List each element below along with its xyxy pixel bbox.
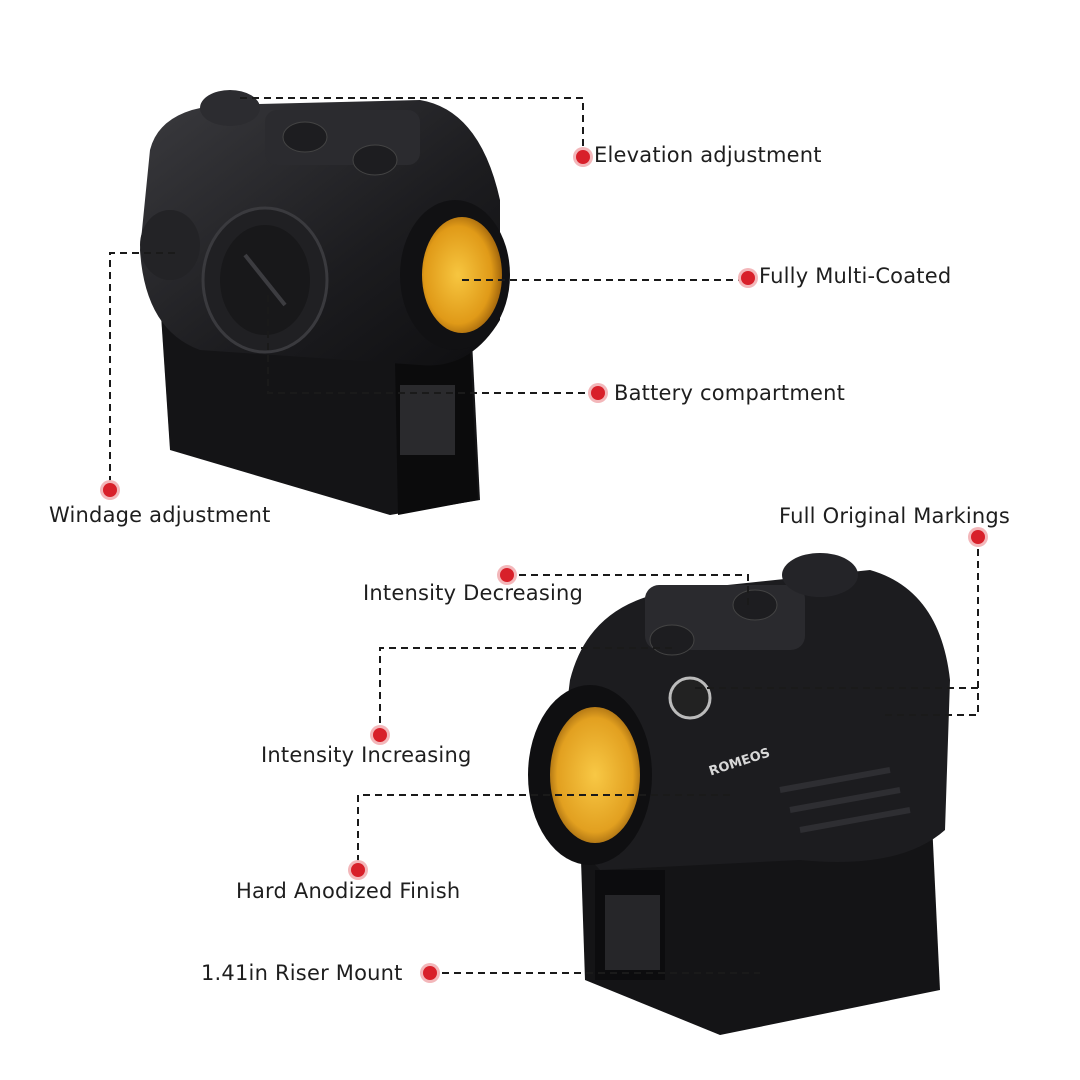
label-battery: Battery compartment [614, 381, 846, 405]
label-windage: Windage adjustment [49, 503, 271, 527]
label-riser: 1.41in Riser Mount [201, 961, 403, 985]
callout-dot-battery [591, 386, 605, 400]
callout-dot-int-inc [373, 728, 387, 742]
label-int-inc: Intensity Increasing [261, 743, 472, 767]
callout-dot-windage [103, 483, 117, 497]
callout-dot-int-dec [500, 568, 514, 582]
label-int-dec: Intensity Decreasing [363, 581, 584, 605]
label-anodized: Hard Anodized Finish [236, 879, 461, 903]
callout-dot-elevation [576, 150, 590, 164]
callout-dot-anodized [351, 863, 365, 877]
label-elevation: Elevation adjustment [594, 143, 822, 167]
label-multicoated: Fully Multi-Coated [759, 264, 952, 288]
callout-dot-multicoated [741, 271, 755, 285]
callout-dot-markings [971, 530, 985, 544]
callout-dot-riser [423, 966, 437, 980]
label-markings: Full Original Markings [779, 504, 1011, 528]
